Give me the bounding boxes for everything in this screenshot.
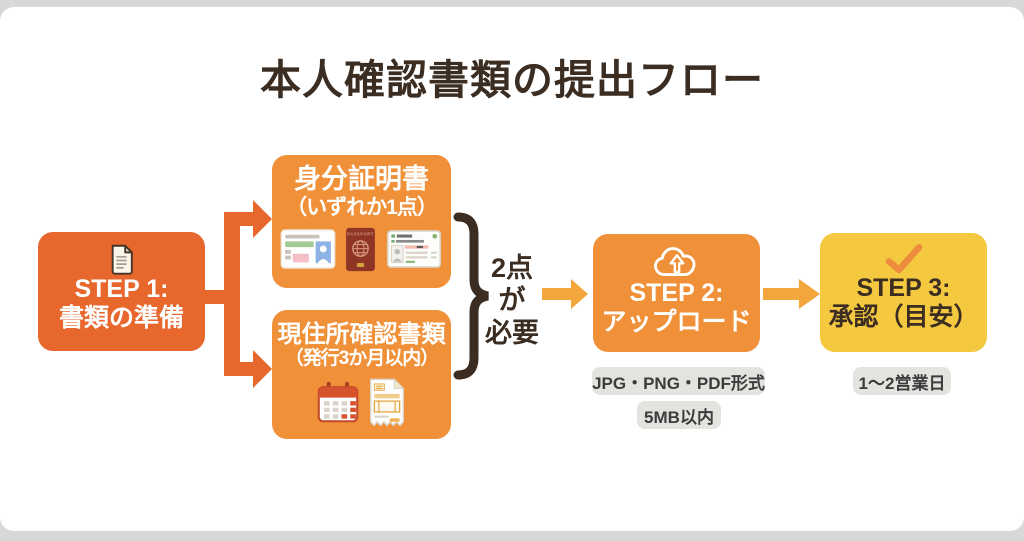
- drivers-license-icon: [280, 229, 336, 270]
- arrow-to-step3: [763, 279, 820, 309]
- address-documents-box: 現住所確認書類 （発行3か月以内）: [272, 310, 451, 439]
- id-documents-box: 身分証明書 （いずれか1点） PASSPORT: [272, 155, 451, 288]
- step2-title: STEP 2:: [629, 279, 724, 307]
- step2-subtitle: アップロード: [601, 307, 752, 336]
- cloud-upload-icon: [653, 247, 695, 276]
- step2-box: STEP 2: アップロード: [593, 234, 760, 352]
- passport-label: PASSPORT: [347, 231, 374, 236]
- passport-icon: PASSPORT: [346, 227, 375, 271]
- requirement-line3: 必要: [485, 317, 539, 348]
- file-format-note: JPG・PNG・PDF形式: [592, 367, 765, 395]
- id-documents-title: 身分証明書: [294, 164, 429, 194]
- id-documents-icons: PASSPORT: [280, 227, 443, 272]
- turnaround-note: 1〜2営業日: [853, 367, 951, 395]
- calendar-icon: [317, 382, 359, 423]
- address-documents-subtitle: （発行3か月以内）: [284, 348, 440, 370]
- file-size-note: 5MB以内: [637, 401, 721, 429]
- brace-glyph: [453, 212, 489, 380]
- step1-title: STEP 1:: [74, 275, 169, 303]
- step3-subtitle: 承認（目安）: [828, 302, 979, 331]
- step3-box: STEP 3: 承認（目安）: [820, 233, 987, 352]
- arrow-to-step2: [542, 279, 588, 309]
- check-icon: [885, 244, 922, 274]
- branch-connector-arrows: [203, 200, 272, 388]
- requirement-line2: が: [498, 285, 526, 316]
- requirement-note: 2点 が 必要: [478, 252, 546, 349]
- step1-box: STEP 1: 書類の準備: [38, 232, 205, 351]
- health-insurance-card-icon: [386, 230, 442, 269]
- address-documents-icons: [317, 375, 406, 429]
- id-documents-subtitle: （いずれか1点）: [286, 195, 438, 219]
- page-title: 本人確認書類の提出フロー: [260, 57, 764, 103]
- step1-subtitle: 書類の準備: [58, 303, 184, 332]
- requirement-line1: 2点: [490, 253, 534, 283]
- invoice-icon: [369, 378, 405, 427]
- address-documents-title: 現住所確認書類: [277, 321, 446, 348]
- step3-title: STEP 3:: [856, 274, 951, 302]
- document-icon: [111, 244, 133, 275]
